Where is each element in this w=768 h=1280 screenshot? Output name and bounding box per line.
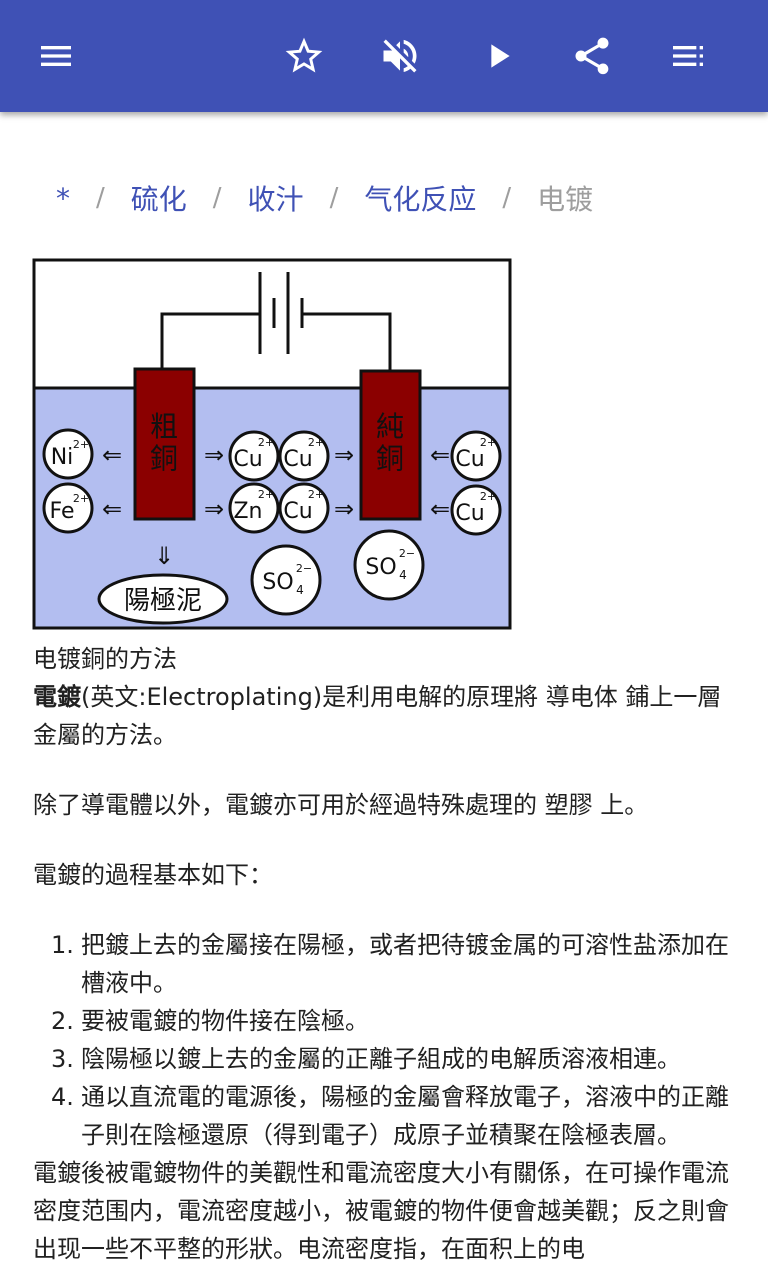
list-item-number: 1. (51, 931, 74, 959)
breadcrumb-item-current: 电镀 (537, 183, 594, 216)
svg-text:2+: 2+ (73, 438, 89, 451)
mute-button[interactable] (372, 28, 428, 84)
list-item: 2.要被電鍍的物件接在陰極。 (33, 1002, 743, 1040)
list-item-text: 通以直流電的電源後，陽極的金屬會释放電子，溶液中的正離子則在陰極還原（得到電子）… (81, 1083, 729, 1149)
paragraph-current-density: 電鍍後被電鍍物件的美觀性和電流密度大小有關係，在可操作電流密度范围内，電流密度越… (33, 1159, 729, 1263)
svg-text:Fe: Fe (50, 499, 75, 524)
favorite-button[interactable] (276, 28, 332, 84)
intro-term: 電鍍 (33, 683, 81, 711)
cathode-label-2: 銅 (376, 442, 404, 475)
arrow-right-zn: ⇒ (204, 495, 224, 523)
ion-so4-2: SO 4 2− (353, 529, 425, 601)
list-item-number: 3. (51, 1045, 74, 1073)
svg-text:2−: 2− (296, 562, 312, 575)
article-body: 电镀銅的方法 電鍍(英文:Electroplating)是利用电解的原理將 導电… (33, 640, 743, 1268)
arrow-down-sludge: ⇓ (154, 542, 174, 570)
cathode-electrode (359, 369, 422, 521)
process-steps: 1.把鍍上去的金屬接在陽極，或者把待镀金属的可溶性盐添加在槽液中。 2.要被電鍍… (33, 926, 743, 1154)
svg-text:2+: 2+ (308, 488, 324, 501)
paragraph-plastics: 除了導電體以外，電鍍亦可用於經過特殊處理的 塑膠 上。 (33, 791, 649, 819)
anode-label-1: 粗 (150, 410, 178, 443)
list-item-text: 陰陽極以鍍上去的金屬的正離子組成的电解质溶液相連。 (81, 1045, 681, 1073)
arrow-left-fe: ⇐ (102, 495, 122, 523)
svg-text:Cu: Cu (455, 501, 484, 526)
anode-label-2: 銅 (150, 442, 178, 475)
arrow-left-ni: ⇐ (102, 441, 122, 469)
playlist-button[interactable] (660, 28, 716, 84)
svg-text:Cu: Cu (283, 499, 312, 524)
svg-text:2+: 2+ (308, 436, 324, 449)
svg-text:Cu: Cu (233, 447, 262, 472)
arrow-right-cu-1: ⇒ (204, 441, 224, 469)
playlist-icon (673, 46, 703, 66)
paragraph-process-intro: 電鍍的過程基本如下： (33, 861, 273, 889)
ion-cu-2: Cu 2+ (278, 430, 330, 482)
ion-cu-5: Cu 2+ (450, 484, 502, 536)
list-item-number: 2. (51, 1007, 74, 1035)
play-button[interactable] (470, 28, 526, 84)
svg-text:Cu: Cu (283, 447, 312, 472)
star-icon (285, 37, 323, 73)
intro-paragraph: 電鍍(英文:Electroplating)是利用电解的原理將 導电体 鋪上一層金… (33, 678, 743, 754)
svg-text:4: 4 (296, 583, 304, 597)
cathode-label-1: 純 (376, 410, 404, 443)
arrow-left-cu-5: ⇐ (430, 495, 450, 523)
breadcrumb-separator: / (96, 183, 105, 213)
svg-text:2+: 2+ (480, 436, 496, 449)
svg-text:SO: SO (262, 570, 293, 595)
svg-text:Ni: Ni (51, 445, 74, 470)
ion-fe: Fe 2+ (42, 482, 94, 534)
list-item-text: 把鍍上去的金屬接在陽極，或者把待镀金属的可溶性盐添加在槽液中。 (81, 931, 729, 997)
breadcrumb: * / 硫化 / 收汁 / 气化反应 / 电镀 (56, 178, 593, 218)
breadcrumb-item-reduce-sauce[interactable]: 收汁 (247, 183, 304, 216)
svg-text:Zn: Zn (233, 499, 262, 524)
volume-off-icon (383, 39, 417, 73)
list-item-text: 要被電鍍的物件接在陰極。 (81, 1007, 369, 1035)
figure-caption: 电镀銅的方法 (33, 645, 177, 673)
svg-text:SO: SO (365, 555, 396, 580)
anode-electrode (133, 367, 196, 521)
list-item: 4.通以直流電的電源後，陽極的金屬會释放電子，溶液中的正離子則在陰極還原（得到電… (33, 1078, 743, 1154)
breadcrumb-item-root[interactable]: * (56, 181, 70, 215)
list-item: 1.把鍍上去的金屬接在陽極，或者把待镀金属的可溶性盐添加在槽液中。 (33, 926, 743, 1002)
anode-sludge: 陽極泥 (97, 573, 229, 625)
share-icon (575, 37, 609, 75)
arrow-left-cu-4: ⇐ (430, 441, 450, 469)
breadcrumb-separator: / (502, 183, 512, 213)
share-button[interactable] (564, 28, 620, 84)
menu-button[interactable] (28, 28, 84, 84)
electroplating-diagram[interactable]: 粗 銅 純 銅 Ni 2+ Fe 2+ ⇐ ⇐ ⇒ ⇒ Cu 2+ Cu 2+ (32, 258, 512, 630)
app-bar (0, 0, 768, 112)
svg-text:陽極泥: 陽極泥 (124, 586, 202, 616)
breadcrumb-item-gasification[interactable]: 气化反应 (364, 183, 477, 216)
svg-text:2+: 2+ (258, 488, 274, 501)
intro-text: (英文:Electroplating)是利用电解的原理將 導电体 鋪上一層金屬的… (33, 683, 722, 749)
ion-ni: Ni 2+ (42, 428, 94, 480)
svg-text:2+: 2+ (480, 490, 496, 503)
svg-text:4: 4 (399, 568, 407, 582)
arrow-right-cu-2: ⇒ (334, 441, 354, 469)
play-icon (491, 44, 510, 68)
svg-text:2−: 2− (399, 547, 415, 560)
list-item: 3.陰陽極以鍍上去的金屬的正離子組成的电解质溶液相連。 (33, 1040, 743, 1078)
svg-text:2+: 2+ (258, 436, 274, 449)
svg-text:2+: 2+ (73, 492, 89, 505)
ion-cu-1: Cu 2+ (228, 430, 280, 482)
svg-text:Cu: Cu (455, 447, 484, 472)
breadcrumb-item-vulcanization[interactable]: 硫化 (130, 183, 187, 216)
ion-cu-3: Cu 2+ (278, 482, 330, 534)
ion-so4-1: SO 4 2− (250, 544, 322, 616)
arrow-right-cu-3: ⇒ (334, 495, 354, 523)
ion-cu-4: Cu 2+ (450, 430, 502, 482)
breadcrumb-separator: / (212, 183, 222, 213)
ion-zn: Zn 2+ (228, 482, 280, 534)
battery-symbol (160, 272, 392, 370)
menu-icon (41, 46, 71, 66)
list-item-number: 4. (51, 1083, 74, 1111)
breadcrumb-separator: / (329, 183, 339, 213)
